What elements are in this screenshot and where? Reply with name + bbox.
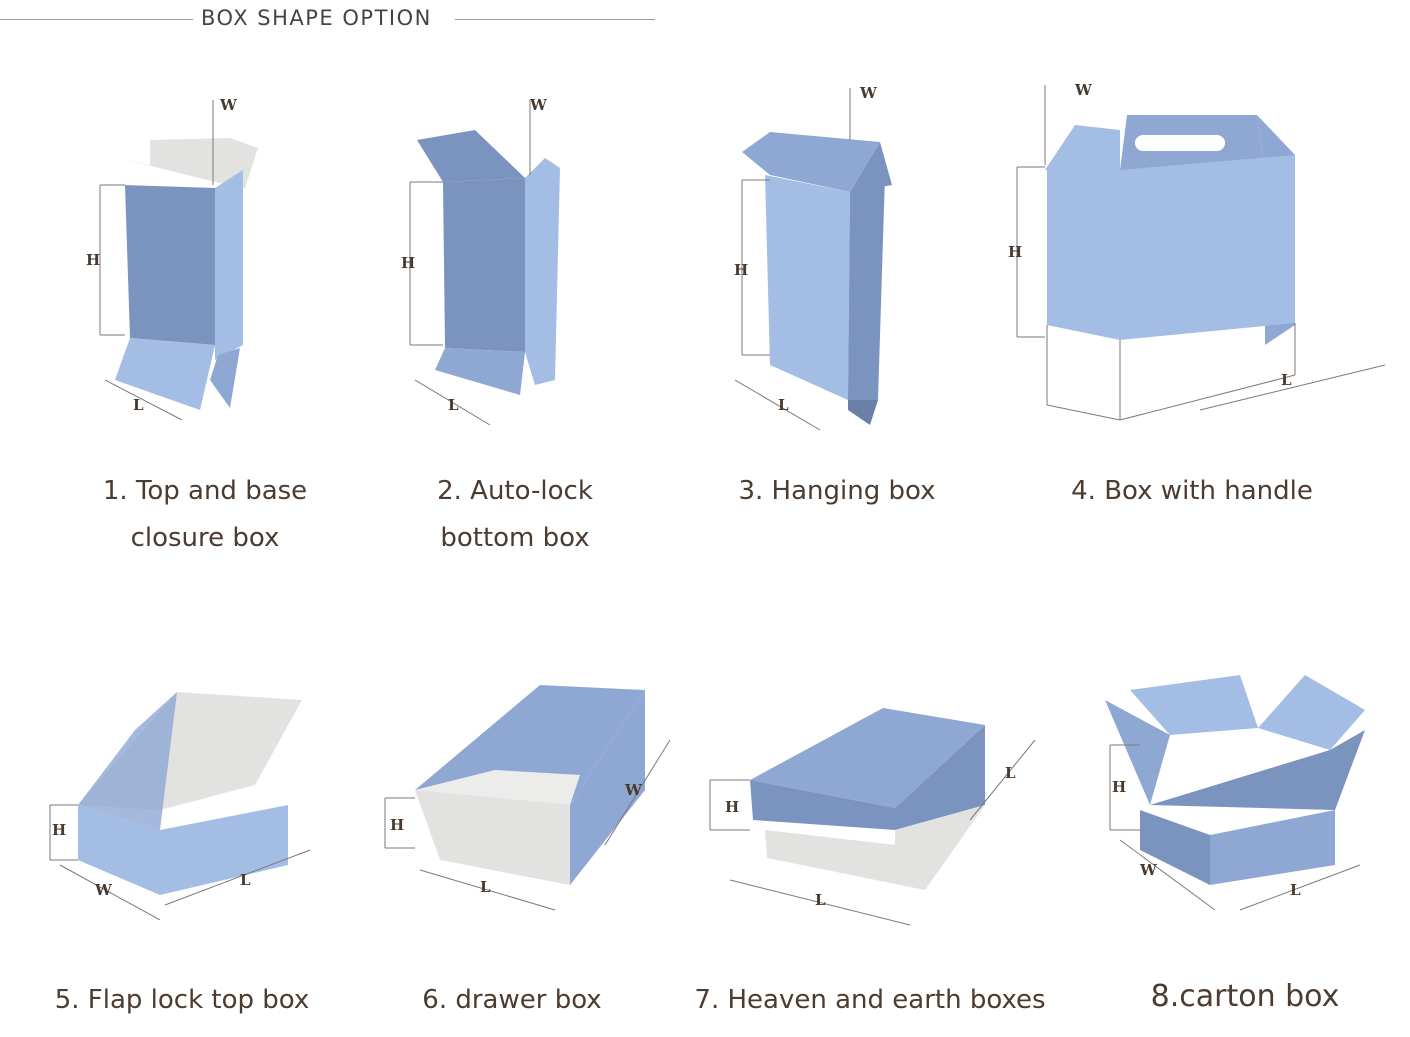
box-5-illustration: H W L [40, 680, 330, 920]
box-6-l-label: L [480, 878, 491, 896]
box-1-caption-line2: closure box [130, 523, 280, 553]
box-6-caption: 6. drawer box [362, 977, 662, 1024]
box-2-illustration: W H L [385, 90, 615, 440]
box-2-w-label: W [529, 96, 548, 114]
box-3-caption: 3. Hanging box [687, 468, 987, 515]
box-7-illustration: H L L [705, 700, 1045, 935]
box-2-caption-line1: 2. Auto-lock [437, 476, 593, 506]
box-7-l-label: L [815, 891, 826, 909]
box-1-caption-line1: 1. Top and base [102, 476, 308, 506]
box-5-l-label: L [240, 871, 251, 889]
box-4-l-label: L [1281, 371, 1292, 389]
box-6-w-label: W [624, 781, 643, 799]
box-8-caption: 8.carton box [1095, 973, 1395, 1020]
box-7-l2-label: L [1005, 764, 1016, 782]
box-1-w-label: W [219, 96, 238, 114]
box-8-illustration: H W L [1090, 670, 1380, 920]
box-5-caption-line1: 5. Flap lock top box [54, 985, 310, 1015]
box-2-caption: 2. Auto-lock bottom box [365, 468, 665, 562]
box-8-caption-line1: 8.carton box [1150, 979, 1340, 1014]
box-5-w-label: W [94, 881, 113, 899]
box-7-h-label: H [725, 798, 739, 816]
box-7-caption: 7. Heaven and earth boxes [670, 977, 1070, 1024]
box-1-h-label: H [86, 251, 100, 269]
box-4-illustration: W H L [995, 75, 1395, 445]
header-title: BOX SHAPE OPTION [201, 6, 432, 30]
box-6-h-label: H [390, 816, 404, 834]
header-line-left [0, 19, 193, 20]
box-6-caption-line1: 6. drawer box [422, 985, 602, 1015]
box-8-w-label: W [1139, 861, 1158, 879]
box-4-caption-line1: 4. Box with handle [1071, 476, 1313, 506]
header-line-right [455, 19, 655, 20]
box-8-l-label: L [1290, 881, 1301, 899]
box-4-h-label: H [1008, 243, 1022, 261]
box-2-caption-line2: bottom box [440, 523, 590, 553]
box-2-l-label: L [448, 396, 459, 414]
box-3-illustration: W H L [720, 80, 950, 440]
box-4-w-label: W [1074, 81, 1093, 99]
box-4-caption: 4. Box with handle [1042, 468, 1342, 515]
box-5-caption: 5. Flap lock top box [32, 977, 332, 1024]
box-3-h-label: H [734, 261, 748, 279]
box-8-h-label: H [1112, 778, 1126, 796]
box-7-caption-line1: 7. Heaven and earth boxes [694, 985, 1046, 1015]
section-header: BOX SHAPE OPTION [0, 6, 660, 36]
box-5-h-label: H [52, 821, 66, 839]
box-3-caption-line1: 3. Hanging box [738, 476, 936, 506]
box-1-caption: 1. Top and base closure box [55, 468, 355, 562]
box-3-l-label: L [778, 396, 789, 414]
box-6-illustration: H L W [380, 680, 680, 920]
box-1-l-label: L [133, 396, 144, 414]
box-3-w-label: W [859, 84, 878, 102]
box-1-illustration: W H L [70, 90, 300, 440]
box-2-h-label: H [401, 254, 415, 272]
